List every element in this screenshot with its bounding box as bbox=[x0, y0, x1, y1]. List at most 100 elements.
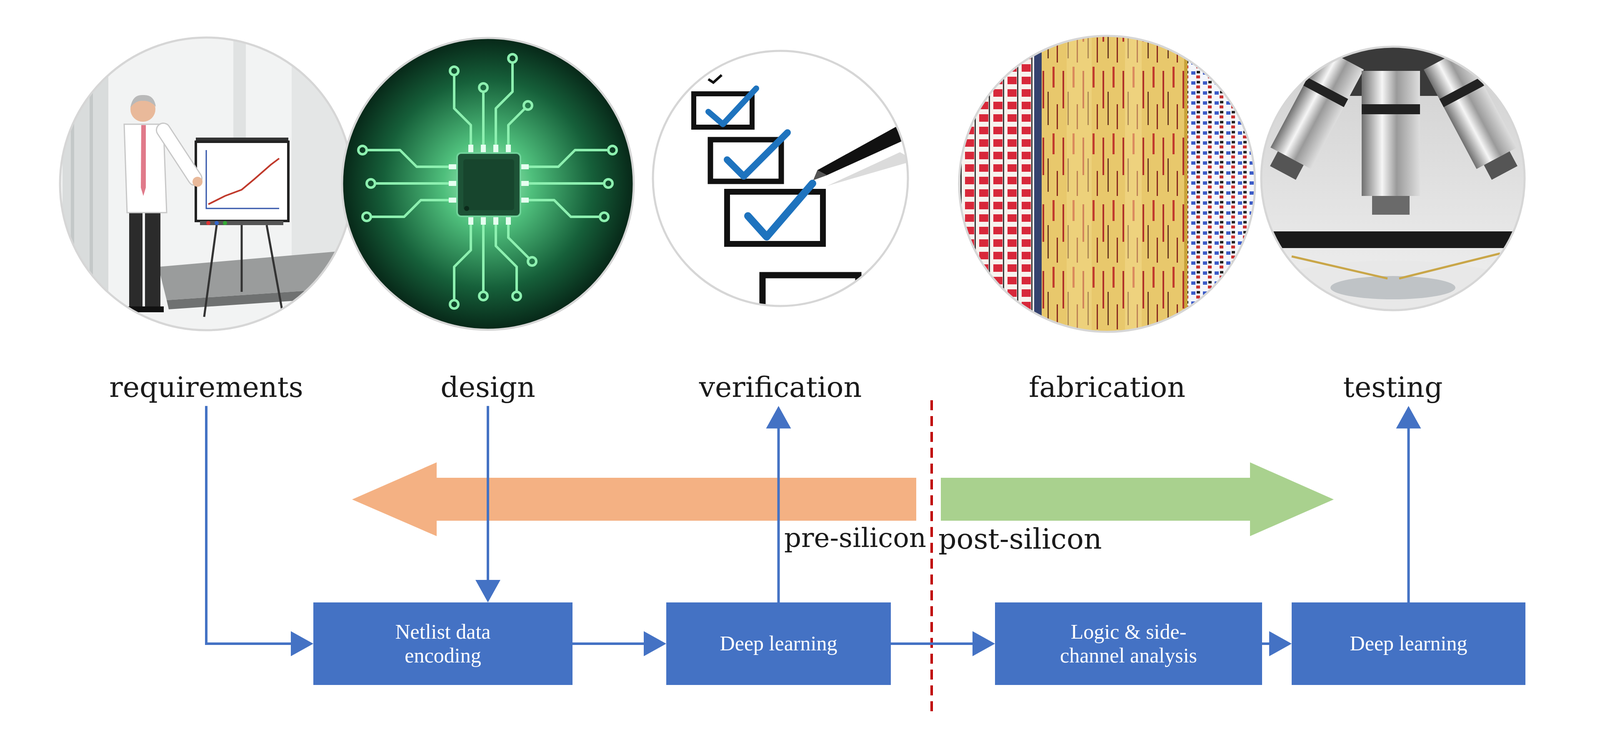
arrowhead bbox=[643, 630, 667, 656]
connector-line bbox=[890, 642, 975, 645]
circuit-chip-image-part-part bbox=[604, 179, 613, 188]
box-text: Deep learning bbox=[720, 631, 838, 656]
microscope-image-part bbox=[1291, 256, 1388, 279]
chip-layout-image-part bbox=[1125, 35, 1142, 334]
presentation-photo-part bbox=[158, 250, 353, 300]
stage-circle: requirements bbox=[60, 37, 353, 406]
circuit-chip-image-part-part bbox=[505, 144, 511, 153]
stage-circle: testing bbox=[1261, 46, 1525, 406]
circuit-chip-image-part-part bbox=[479, 83, 488, 92]
circuit-chip-image-part-part bbox=[520, 200, 600, 217]
presentation-photo-part bbox=[200, 220, 284, 225]
circuit-chip-image-part-part bbox=[520, 197, 529, 203]
chip-layout-image-part bbox=[958, 35, 1257, 334]
stage-label: testing bbox=[1261, 370, 1525, 406]
presentation-photo-part bbox=[130, 95, 156, 108]
presentation-photo-part bbox=[214, 220, 219, 225]
circuit-chip-image-part-part bbox=[508, 216, 530, 259]
presentation-photo-part bbox=[206, 220, 211, 225]
checklist-image bbox=[650, 47, 921, 325]
circuit-chip-image-part-part bbox=[508, 54, 517, 63]
stage-circle: design bbox=[342, 37, 634, 406]
circuit-chip-image-part-part bbox=[468, 216, 474, 225]
presentation-photo-part bbox=[129, 210, 143, 309]
connector bbox=[475, 405, 501, 603]
microscope-image-part-part bbox=[1423, 47, 1518, 169]
stage-label: design bbox=[342, 370, 634, 406]
microscope-image-part bbox=[1399, 253, 1500, 279]
box-text: Deep learning bbox=[1350, 631, 1468, 656]
silicon-divider bbox=[930, 400, 933, 715]
circuit-chip-image-part-part bbox=[482, 91, 485, 153]
presentation-photo-part bbox=[143, 306, 164, 313]
presentation-photo-part bbox=[233, 37, 246, 138]
circuit-chip-image-part-part bbox=[495, 62, 513, 153]
circuit-chip-image-part-part bbox=[480, 144, 486, 153]
microscope-image-part-part bbox=[1483, 151, 1518, 180]
circle-border bbox=[342, 37, 634, 330]
circuit-chip-image-part-part bbox=[370, 200, 458, 217]
checklist-image-part bbox=[708, 75, 722, 83]
arrowhead bbox=[972, 630, 995, 656]
stage-circle: verification bbox=[652, 50, 908, 406]
arrowhead bbox=[1396, 405, 1422, 429]
circuit-chip-image-part-part bbox=[448, 197, 458, 203]
circuit-chip-image-part-part bbox=[362, 212, 371, 221]
circle-border bbox=[1261, 46, 1525, 310]
presentation-photo-part bbox=[204, 225, 217, 317]
microscope-image-part bbox=[1361, 70, 1420, 196]
presentation-photo-part bbox=[206, 150, 280, 209]
circuit-chip-image-part bbox=[339, 35, 637, 333]
circuit-chip-image bbox=[339, 35, 637, 333]
presentation-photo-part bbox=[89, 37, 93, 330]
circuit-chip-image-part-part bbox=[366, 179, 375, 188]
checklist-image-part bbox=[762, 275, 859, 325]
stage-label: verification bbox=[652, 370, 908, 406]
presentation-photo-part bbox=[58, 35, 355, 333]
presentation-photo-part bbox=[195, 141, 289, 221]
arrowhead bbox=[475, 579, 501, 603]
circuit-chip-image-part-part bbox=[454, 216, 471, 300]
circuit-chip-image-part-part bbox=[493, 216, 499, 225]
circuit-chip-image-part bbox=[457, 152, 521, 217]
checklist-image-part-part bbox=[727, 132, 788, 177]
connector-line bbox=[486, 405, 490, 582]
phase-label: pre-silicon bbox=[784, 522, 927, 554]
circuit-chip-image-part-part bbox=[512, 291, 521, 300]
connector bbox=[890, 630, 995, 656]
circle-border bbox=[959, 35, 1255, 332]
presentation-photo-part bbox=[163, 130, 195, 179]
presentation-photo-part bbox=[266, 225, 284, 317]
presentation-photo-part bbox=[208, 158, 280, 205]
connector bbox=[572, 630, 667, 656]
circuit-chip-image-part-part bbox=[358, 145, 367, 155]
circuit-chip-image-part bbox=[358, 54, 617, 309]
chip-layout-image-part bbox=[1034, 35, 1042, 334]
presentation-photo-part bbox=[222, 220, 228, 225]
circuit-chip-image-part-part bbox=[468, 144, 474, 153]
circuit-chip-image-part-part bbox=[454, 75, 471, 153]
chip-layout-image-part bbox=[1041, 35, 1186, 334]
circuit-chip-image-part-part bbox=[523, 101, 533, 110]
circuit-chip-image-part-part bbox=[375, 182, 458, 185]
presentation-photo-part bbox=[163, 130, 195, 179]
circuit-chip-image-part-part bbox=[608, 145, 617, 155]
arrowhead bbox=[766, 405, 792, 429]
chip-layout-image-part bbox=[958, 35, 1035, 334]
microscope-image-part-part bbox=[1270, 151, 1304, 180]
chip-layout-image-part bbox=[1185, 35, 1257, 334]
process-box: Netlist data encoding bbox=[313, 602, 573, 685]
circuit-chip-image-part bbox=[448, 144, 529, 225]
presentation-photo-part bbox=[166, 287, 353, 310]
process-box: Deep learning bbox=[1291, 602, 1526, 685]
checklist-image-part bbox=[813, 170, 828, 180]
connector-line bbox=[572, 642, 646, 645]
circuit-chip-image-part-part bbox=[520, 150, 609, 167]
stage-label: fabrication bbox=[959, 370, 1255, 406]
checklist-image-part bbox=[650, 47, 913, 311]
circle-border bbox=[60, 37, 353, 330]
microscope-image-part-part bbox=[1270, 47, 1364, 169]
circle-border bbox=[652, 50, 908, 306]
circuit-chip-image-part-part bbox=[448, 164, 458, 170]
